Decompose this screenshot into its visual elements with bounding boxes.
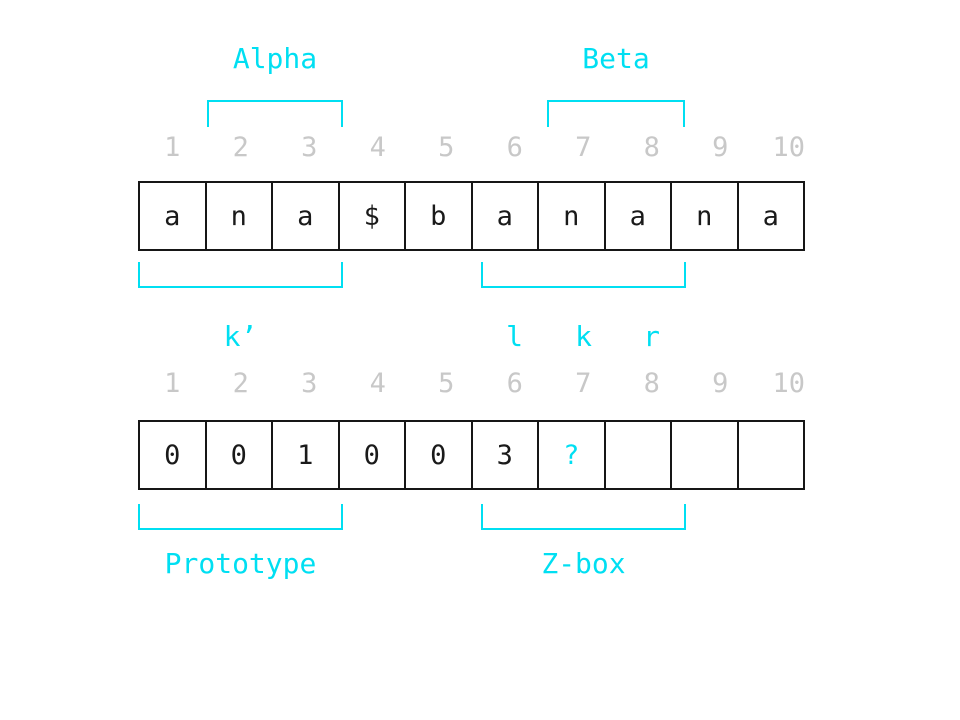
string-cell: a xyxy=(603,181,672,251)
index-label: 7 xyxy=(575,368,592,399)
beta-bracket xyxy=(547,100,685,127)
index-label: 6 xyxy=(506,368,523,399)
index-label: 1 xyxy=(164,368,181,399)
z-cell: 0 xyxy=(337,420,406,490)
zbox-bracket xyxy=(481,504,686,530)
beta-label: Beta xyxy=(582,42,650,75)
string-cell: a xyxy=(470,181,539,251)
z-cell: 0 xyxy=(404,420,473,490)
z-cell: 3 xyxy=(470,420,539,490)
r-pointer-label: r xyxy=(643,320,660,353)
index-label: 7 xyxy=(575,132,592,163)
string-cell: a xyxy=(271,181,340,251)
prototype-label: Prototype xyxy=(164,547,317,580)
z-cell: 0 xyxy=(204,420,273,490)
string-cell: a xyxy=(138,181,207,251)
index-label: 6 xyxy=(506,132,523,163)
index-label: 4 xyxy=(369,368,386,399)
z-array-row: 0 0 1 0 0 3 ? xyxy=(138,420,823,490)
index-label: 9 xyxy=(712,368,729,399)
string-cell: n xyxy=(670,181,739,251)
z-cell xyxy=(736,420,805,490)
k-prime-label: k’ xyxy=(223,320,258,353)
index-label: 2 xyxy=(232,132,249,163)
index-label: 2 xyxy=(232,368,249,399)
z-box-label: Z-box xyxy=(541,547,626,580)
string-zbox-bracket xyxy=(481,262,686,288)
index-row-top: 1 2 3 4 5 6 7 8 9 10 xyxy=(138,133,823,163)
index-label: 10 xyxy=(772,132,805,163)
z-cell: 1 xyxy=(271,420,340,490)
index-label: 3 xyxy=(301,368,318,399)
index-row-bottom: 1 2 3 4 5 6 7 8 9 10 xyxy=(138,369,823,399)
z-cell xyxy=(670,420,739,490)
z-cell xyxy=(603,420,672,490)
k-pointer-label: k xyxy=(575,320,592,353)
index-label: 9 xyxy=(712,132,729,163)
string-cell: n xyxy=(204,181,273,251)
index-label: 5 xyxy=(438,368,455,399)
string-cell: $ xyxy=(337,181,406,251)
string-cell: b xyxy=(404,181,473,251)
string-prefix-bracket xyxy=(138,262,343,288)
index-label: 1 xyxy=(164,132,181,163)
index-label: 3 xyxy=(301,132,318,163)
string-cell: a xyxy=(736,181,805,251)
string-cell: n xyxy=(537,181,606,251)
prototype-bracket xyxy=(138,504,343,530)
alpha-label: Alpha xyxy=(232,42,318,75)
z-cell: 0 xyxy=(138,420,207,490)
index-label: 4 xyxy=(369,132,386,163)
index-label: 8 xyxy=(643,368,660,399)
index-label: 8 xyxy=(643,132,660,163)
z-cell-unknown: ? xyxy=(537,420,606,490)
alpha-bracket xyxy=(207,100,343,127)
l-pointer-label: l xyxy=(506,320,523,353)
string-row: a n a $ b a n a n a xyxy=(138,181,823,251)
index-label: 5 xyxy=(438,132,455,163)
index-label: 10 xyxy=(772,368,805,399)
